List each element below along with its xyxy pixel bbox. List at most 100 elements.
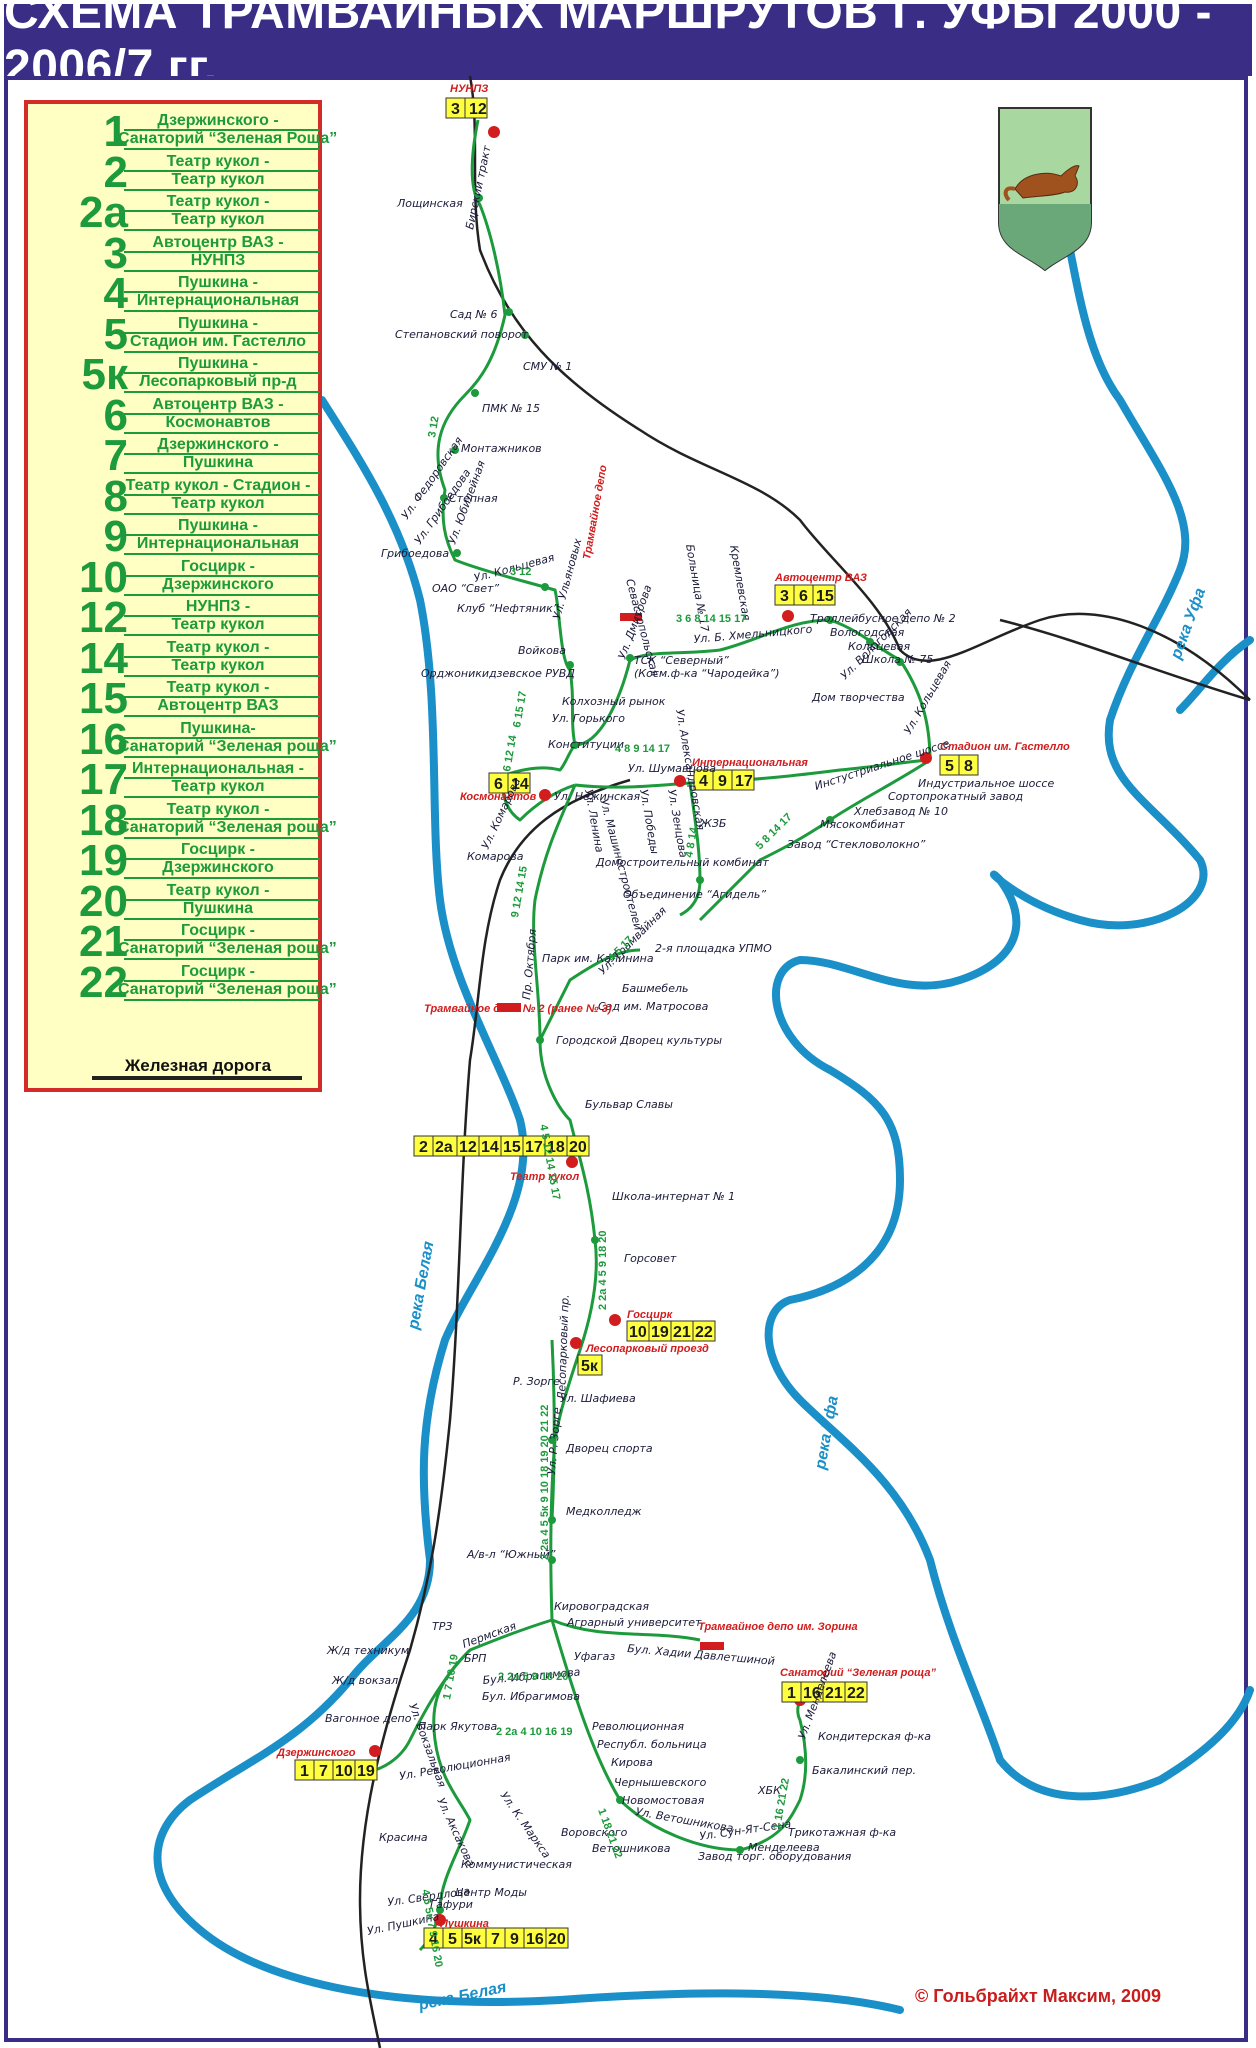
legend-underline [124, 210, 320, 212]
stop-label: Гафури [430, 1898, 473, 1911]
stop-label: Завод торг. оборудования [698, 1850, 852, 1863]
legend-route-number: 17 [79, 755, 128, 804]
stop-dot [566, 661, 574, 669]
legend-underline [124, 553, 320, 555]
stop-label: Вологодская [830, 626, 905, 639]
depot-marker [700, 1642, 724, 1650]
legend-underline [124, 736, 320, 739]
legend-route-number: 5 [103, 309, 128, 359]
legend-railway-label: Железная дорога [124, 1056, 272, 1075]
svg-text:21: 21 [673, 1324, 691, 1341]
legend-route-number: 18 [79, 795, 128, 845]
river-label: река Белая [416, 1979, 508, 2014]
stop-label: Конституции [548, 738, 624, 751]
stop-dot [548, 1556, 556, 1564]
stop-label: Центр Моды [455, 1886, 527, 1899]
terminal-label: Стадион им. Гастелло [940, 741, 1070, 753]
terminal-label: Госцирк [627, 1309, 674, 1321]
legend-route-to: Театр кукол [171, 494, 265, 512]
stop-label: Уфагаз [574, 1650, 615, 1663]
terminal-nunpz: НУНПЗ 3 12 [445, 83, 488, 119]
route-annotation: 9 12 14 15 [509, 865, 530, 918]
route-annotation: 1 7 10 19 [441, 1653, 461, 1700]
legend-route-number: 22 [79, 957, 128, 1007]
svg-text:22: 22 [847, 1685, 865, 1702]
legend-underline [124, 310, 320, 312]
stop-label: Ветошникова [592, 1842, 671, 1855]
legend-underline [124, 372, 320, 374]
terminal-routes: 6 14 [488, 772, 531, 794]
stop-label: Кольцевая [848, 640, 911, 653]
railway-north [468, 75, 1251, 701]
route-annotation: 3 12 [510, 566, 531, 578]
stop-label: Комарова [467, 850, 524, 863]
route-annotation: 6 12 14 [501, 733, 519, 772]
legend-route-to: Санаторий “Зеленая Роща” [118, 130, 338, 147]
svg-text:10: 10 [629, 1324, 647, 1341]
svg-text:3: 3 [780, 588, 789, 605]
stop-label: Хлебзавод № 10 [853, 805, 948, 818]
stop-dot [521, 331, 529, 339]
legend-underline [124, 512, 320, 515]
stop-label: Завод “Стекловолокно” [787, 838, 926, 851]
stop-label: Бакалинский пер. [812, 1764, 916, 1777]
legend-route-to: Космонавтов [165, 413, 271, 431]
terminal-label: Санаторий “Зеленая роща” [780, 1667, 936, 1679]
legend-route-number: 20 [79, 876, 128, 926]
legend-underline [124, 858, 320, 860]
legend-underline [124, 291, 320, 293]
legend-underline [124, 250, 320, 253]
svg-text:7: 7 [491, 1931, 500, 1948]
svg-text:2: 2 [419, 1139, 428, 1156]
stop-label: Медколледж [566, 1505, 642, 1518]
stop-label: Кирова [611, 1756, 653, 1769]
legend-route-from: Госцирк - [181, 962, 255, 980]
legend-route-number: 6 [103, 390, 128, 440]
svg-text:5к: 5к [464, 1931, 482, 1948]
depot-marker [497, 1003, 521, 1012]
stop-label: Школа-интернат № 1 [612, 1190, 735, 1203]
stop-label: Монтажников [461, 442, 542, 455]
route-annotation: 2 2а 4 5 9 18 20 [597, 1230, 609, 1310]
street-label: Ул. Нежинская [554, 790, 640, 803]
legend-row: 22 Госцирк -Санаторий “Зеленая роща” [28, 958, 337, 1006]
svg-text:17: 17 [525, 1139, 543, 1156]
stop-label: Бульвар Славы [585, 1098, 673, 1111]
svg-text:19: 19 [651, 1324, 669, 1341]
legend-route-from: Госцирк - [181, 841, 255, 858]
stop-label: Трикотажная ф-ка [788, 1826, 896, 1839]
svg-text:3: 3 [451, 101, 460, 118]
legend-route-to: Санаторий “Зеленая роща” [118, 980, 337, 998]
stop-label: ПМК № 15 [482, 402, 540, 415]
terminal-routes: 2 2а 12 14 15 17 18 20 [413, 1135, 590, 1157]
legend-route-from: Интернациональная - [132, 760, 304, 777]
legend-underline [124, 877, 320, 879]
legend-underline [124, 534, 320, 536]
street-label: Ул. Ульяновых [550, 537, 584, 621]
stop-dot [896, 658, 904, 666]
river-belaya [153, 396, 904, 2014]
stop-label: Кировоградская [554, 1600, 649, 1613]
rivers [153, 246, 1254, 2014]
legend-route-number: 5к [81, 350, 129, 399]
legend-route-from: Театр кукол - Стадион - [125, 476, 311, 494]
stop-label: Сад им. Матросова [598, 1000, 709, 1013]
line-bypass [538, 948, 641, 1041]
terminal-dots [369, 126, 932, 1926]
legend-route-to: Театр кукол [171, 616, 265, 633]
stop-label: Объединение “Агидель” [623, 888, 766, 901]
legend-route-from: Дзержинского - [157, 112, 279, 129]
stop-label: Вагонное депо [325, 1712, 412, 1725]
street-label: Ул. Ветошникова [634, 1805, 734, 1835]
terminal-routes: 5к [577, 1354, 603, 1376]
svg-text:22: 22 [695, 1324, 713, 1341]
terminal-gastello: Стадион им. Гастелло 5 8 [939, 741, 1070, 776]
stop-label: Революционная [592, 1720, 684, 1733]
stop-label: 2-я площадка УПМО [655, 942, 772, 955]
